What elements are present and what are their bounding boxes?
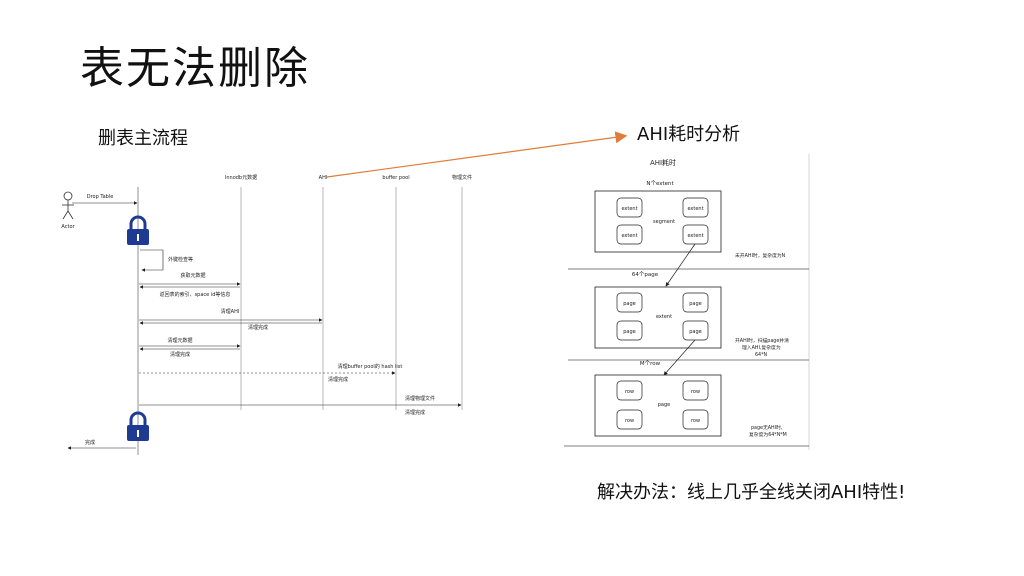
row-box [616,380,643,401]
note-3-line1: page无AHI时, [751,424,783,431]
row-box [682,380,709,401]
row-box [616,409,643,430]
page-label: page [623,329,636,335]
page-box [616,292,643,313]
self-call-arrow [140,249,164,272]
lock-icon [127,215,149,245]
note-2-line1: 开AHI时，扫描page并清 [735,337,789,344]
row-label: row [625,418,634,424]
level1-caption: N个extent [646,180,674,187]
note-2-line2: 理入AHI,复杂度为 [742,344,781,351]
actor-icon [62,191,74,220]
ahi-diagram: AHI耗时 N个extent extent extent extent exte… [548,150,813,456]
page-box [682,320,709,341]
actor-label: Actor [61,224,75,230]
message-label: 清理完成 [328,376,348,383]
extent-group-label: extent [656,314,672,320]
message-label: 外键检查等 [168,256,193,263]
message-label: 返回表的索引、space id等信息 [160,291,231,298]
message-label: Drop Table [87,194,114,200]
level2-caption: 64个page [632,271,659,278]
page-group-label: page [658,402,671,408]
extent-label: extent [621,233,637,239]
extent-label: extent [621,206,637,212]
note-1: 未开AHI时，复杂度为N [735,252,786,259]
message-label: 获取元数据 [180,272,205,279]
right-heading: AHI耗时分析 [637,124,741,145]
note-2-line3: 64*N [755,352,768,358]
page-label: page [689,329,702,335]
slide-title: 表无法删除 [80,43,310,94]
segment-label: segment [653,219,675,225]
extent-label: extent [687,206,703,212]
message-label: 清理buffer pool的 hash list [338,363,403,370]
lock-icon [127,411,149,441]
extent-box [616,197,643,218]
participant-buffer-pool: buffer pool [382,175,409,181]
message-label: 清理完成 [405,409,425,416]
row-label: row [691,389,700,395]
page-box [616,320,643,341]
extent-box [616,224,643,245]
message-label: 清理AHI [221,308,240,315]
message-label: 清理完成 [248,324,268,331]
row-label: row [691,418,700,424]
message-label: 清理元数据 [167,337,192,344]
participant-ahi: AHI [319,175,328,181]
drill-arrow [665,243,696,287]
row-label: row [625,389,634,395]
orange-connector-arrow [326,131,628,178]
drill-arrow [663,339,696,376]
page-label: page [623,301,636,307]
level3-caption: M个row [640,360,661,367]
extent-box [682,197,709,218]
page-box [682,292,709,313]
left-heading: 删表主流程 [98,128,188,149]
participant-innodb: Innodb元数据 [225,174,257,181]
solution-text: 解决办法：线上几乎全线关闭AHI特性! [597,482,906,503]
page-label: page [689,301,702,307]
message-label: 完成 [85,439,95,446]
ahi-title: AHI耗时 [650,158,676,167]
note-3-line2: 复杂度为64*N*M [749,431,787,438]
message-label: 清理物理文件 [405,395,435,402]
participant-physical-file: 物理文件 [452,174,472,181]
sequence-diagram: Innodb元数据 AHI buffer pool 物理文件 Actor Dro… [61,174,472,455]
message-label: 清理完成 [170,351,190,358]
row-box [682,409,709,430]
extent-box [682,224,709,245]
extent-label: extent [687,233,703,239]
